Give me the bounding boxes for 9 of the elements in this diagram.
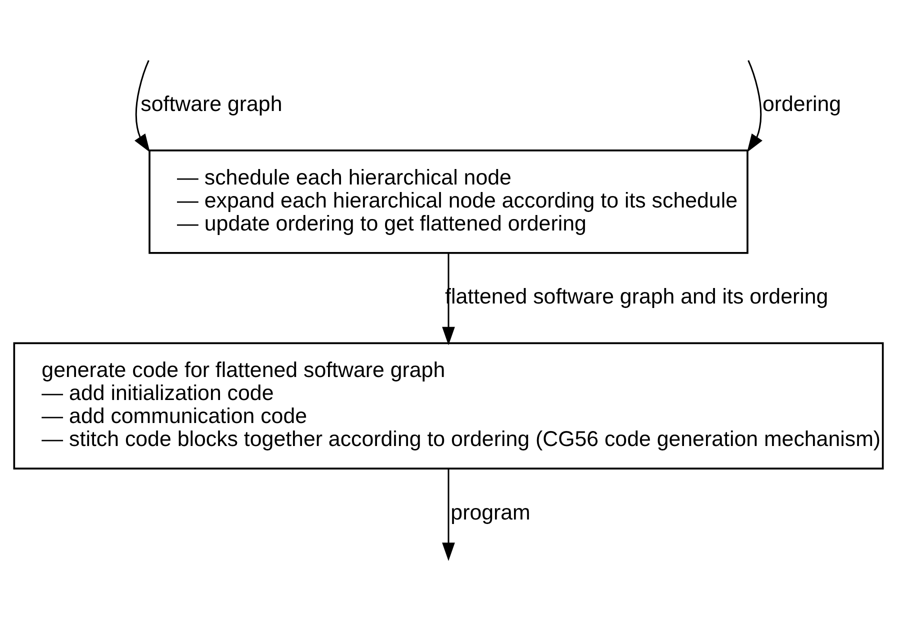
arrow (442, 468, 455, 560)
arrow (746, 60, 762, 152)
node-box: generate code for flattened software graph — add initialization code — add communication code — stitch code blocks together according to ordering (CG56 code generation mechanism) (13, 342, 884, 469)
node-box: — schedule each hierarchical node — expand each hierarchical node according to its schedule — update ordering to get flattened ordering (148, 149, 748, 254)
edge-label: software graph (140, 91, 282, 116)
edge-label: ordering (762, 91, 842, 116)
arrow (134, 60, 150, 152)
edge-label: program (450, 500, 530, 524)
arrow (442, 252, 455, 345)
